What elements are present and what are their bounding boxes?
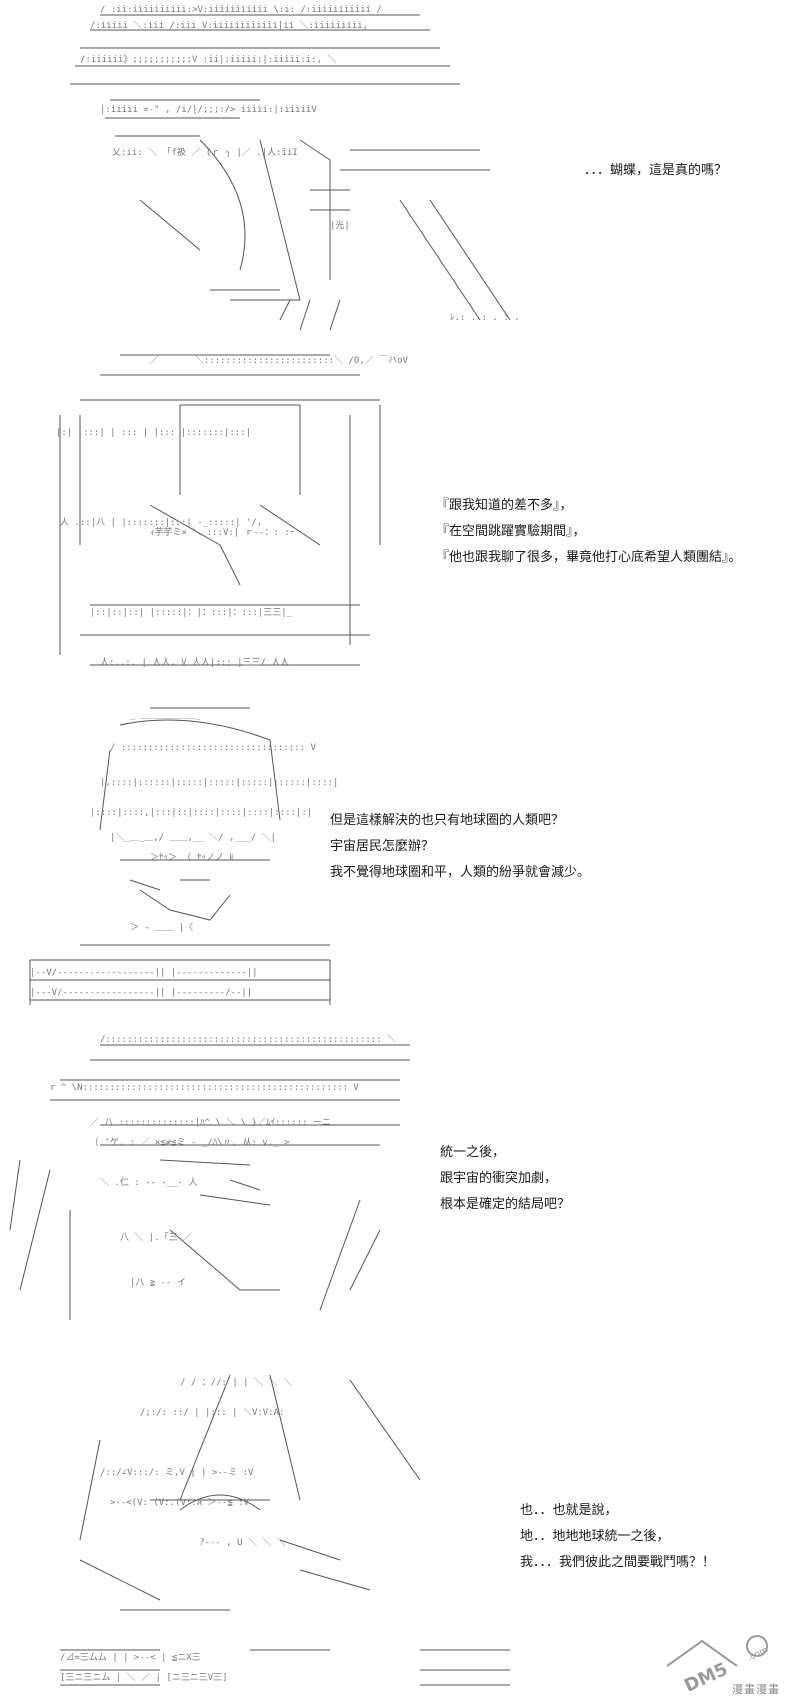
svg-text:|:iiiii =-" , /i/|/;;;:/>: |:iiiii =-" , /i/|/;;;:/> iiiii:|:iiiiiV bbox=[100, 105, 317, 115]
svg-text:＼ .仁 : ‐‐ ‐__- 人: ＼ .仁 : ‐‐ ‐__- 人 bbox=[100, 1176, 197, 1188]
dialogue-line: 『他也跟我聊了很多，畢竟他打心底希望人類團結』。 bbox=[436, 550, 742, 565]
svg-text:/ ::::::::::::::::::::::::::::: / :::::::::::::::::::::::::::::::::: V bbox=[110, 743, 316, 753]
dialogue-line: 地．．地地地球統一之後， bbox=[520, 1529, 670, 1544]
svg-text:八 ＼ |.「三 ／: 八 ＼ |.「三 ／ bbox=[120, 1232, 192, 1243]
svg-text:人 .::|八 | |:::::::|:::|: 人 .::|八 | |:::::::|:::| ‐_:::::| '/, bbox=[60, 517, 262, 528]
svg-text:/ :ii:iiiiiiiiii:>V:iiiiiiiiii: / :ii:iiiiiiiiii:>V:iiiiiiiiiii \:i: /:i… bbox=[100, 5, 382, 15]
panel-5: / / ：//: | | ＼ ＼ ＼ /;:/: ::/ | |::: | ＼V… bbox=[0, 1360, 800, 1699]
svg-text:＞ ‐ ＿＿ |〈: ＞ ‐ ＿＿ |〈 bbox=[130, 922, 193, 933]
svg-text:〔 ‘ゲ. : ／ ×≦≠≦ミ ‐ _/ﾊ\〃. 从: v: 〔 ‘ゲ. : ／ ×≦≠≦ミ ‐ _/ﾊ\〃. 从: v._ > bbox=[90, 1136, 290, 1148]
dialogue-line: 我．．．我們彼此之間要戰鬥嗎？！ bbox=[520, 1555, 716, 1570]
svg-text:[三ニ三ニム | ＼ ／ | [ニ三ニ三V三]: [三ニ三ニム | ＼ ／ | [ニ三ニ三V三] bbox=[60, 1672, 228, 1683]
dialogue-line: 宇宙居民怎麼辦？ bbox=[330, 839, 435, 854]
svg-text:|::::|::::,|:::|::|::::|::::|:: |::::|::::,|:::|::|::::|::::|::::|::::|:… bbox=[90, 808, 312, 818]
ascii-art-figure-5: / / ：//: | | ＼ ＼ ＼ /;:/: ::/ | |::: | ＼V… bbox=[0, 1360, 520, 1699]
dialogue-box-4: 統一之後， 跟宇宙的衝突加劇， 根本是確定的結局吧？ bbox=[440, 1140, 570, 1218]
dialogue-line: 但是這樣解決的也只有地球圈的人類吧？ bbox=[330, 813, 565, 828]
svg-text:>-‐<(V: (V:.(V:.A ＞--≦ :V: >-‐<(V: (V:.(V:.A ＞--≦ :V bbox=[110, 1498, 250, 1508]
dialogue-box-3: 但是這樣解決的也只有地球圈的人類吧？ 宇宙居民怎麼辦？ 我不覺得地球圈和平，人類… bbox=[330, 808, 590, 886]
svg-text:|---V/-----------------|| |--: |---V/-----------------|| |---------/--|… bbox=[30, 988, 252, 998]
watermark-logo: DM5 .com bbox=[662, 1621, 782, 1697]
ascii-art-figure-4: /:::::::::::::::::::::::::::::::::::::::… bbox=[0, 1030, 420, 1350]
svg-text:|--V/------------------|| |--: |--V/------------------|| |-------------… bbox=[30, 968, 258, 978]
ascii-art-figure-3: _ ＿＿＿＿＿＿_ / ::::::::::::::::::::::::::::… bbox=[0, 690, 360, 1025]
dialogue-line: 『跟我知道的差不多』， bbox=[436, 498, 573, 513]
svg-text:|::|::|::| |:::::|：|：:::|：::: |::|::|::| |:::::|：|：:::|：:::|三三|_ bbox=[90, 608, 293, 618]
watermark-url-text: .com bbox=[746, 1645, 770, 1663]
svg-text:／￣￣￣￣＼::::::::::::::::::::::::: ／￣￣￣￣＼::::::::::::::::::::::::＼ /O,／ ￣ハo… bbox=[150, 354, 409, 366]
svg-text:ｱ‐‐‐ , U ＼ ＼ ＼: ｱ‐‐‐ , U ＼ ＼ ＼ bbox=[200, 1537, 286, 1548]
svg-text:|:| |:::| | ::: | |:::: |:| |:::| | ::: | |::: |:::::::|:::| bbox=[56, 428, 251, 438]
watermark-logo-text: DM5 bbox=[681, 1659, 731, 1691]
panel-4: /:::::::::::::::::::::::::::::::::::::::… bbox=[0, 1030, 800, 1350]
svg-text:ｨ芋芋ミ× ＼ :::V:| ｒ‐-：: :ｰ: ｨ芋芋ミ× ＼ :::V:| ｒ‐-：: :ｰ bbox=[150, 527, 295, 538]
dialogue-line: 統一之後， bbox=[440, 1145, 506, 1160]
svg-text:|＼_＿_＿,/ ＿＿,__ ＼/ ,___/ ＼|: |＼_＿_＿,/ ＿＿,__ ＼/ ,___/ ＼| bbox=[110, 832, 276, 843]
panel-1: / :ii:iiiiiiiiii:>V:iiiiiiiiiii \:i: /:i… bbox=[0, 0, 800, 340]
svg-text:|八 ≧ -- イ: |八 ≧ -- イ bbox=[130, 1278, 186, 1288]
dialogue-line: 『在空間跳躍實驗期間』， bbox=[436, 524, 586, 539]
svg-text:人:..:. | 人人, V 人人|::: |三三/: 人:..:. | 人人, V 人人|::: |三三/ 人人 bbox=[100, 657, 289, 668]
svg-text:/⊿=三ムム | | >--< | ≦ニX三: /⊿=三ムム | | >--< | ≦ニX三 bbox=[60, 1652, 201, 1663]
dialogue-line: ．．．蝴蝶，這是真的嗎？ bbox=[584, 163, 728, 178]
dialogue-box-2: 『跟我知道的差不多』， 『在空間跳躍實驗期間』， 『他也跟我聊了很多，畢竟他打心… bbox=[436, 493, 742, 571]
dialogue-box-5: 也．．也就是說， 地．．地地地球統一之後， 我．．．我們彼此之間要戰鬥嗎？！ bbox=[520, 1498, 715, 1576]
svg-text:/ / ：//: | | ＼ ＼ ＼: / / ：//: | | ＼ ＼ ＼ bbox=[180, 1377, 292, 1388]
svg-text:/:iiiiii》;;;;;;;;;;;V :ii|:iii: /:iiiiii》;;;;;;;;;;;V :ii|:iiiii:|:iiiii… bbox=[80, 54, 336, 65]
svg-text:/::/∠V:::/: ミ,V | | >--ミ: /::/∠V:::/: ミ,V | | >--ミ :V bbox=[100, 1468, 254, 1478]
dialogue-line: 也．．也就是說， bbox=[520, 1503, 618, 1518]
ascii-art-figure-1: / :ii:iiiiiiiiii:>V:iiiiiiiiiii \:i: /:i… bbox=[0, 0, 520, 340]
svg-text:/:::::::::::::::::::::::::::::: /:::::::::::::::::::::::::::::::::::::::… bbox=[100, 1034, 396, 1045]
ascii-art-figure-2: ／￣￣￣￣＼::::::::::::::::::::::::＼ /O,／ ￣ハo… bbox=[0, 345, 420, 680]
svg-text:/;:/: ::/ | |::: | ＼V:V:A:: /;:/: ::/ | |::: | ＼V:V:A: bbox=[140, 1407, 284, 1418]
panel-3: _ ＿＿＿＿＿＿_ / ::::::::::::::::::::::::::::… bbox=[0, 690, 800, 1025]
svg-text:|光|: |光| bbox=[330, 219, 350, 231]
svg-text:ﾚ.: . : . : . :: ﾚ.: . : . : . : bbox=[450, 313, 520, 323]
svg-text:／ 八 ::::::::::::::|ﾊ^ \ ＼ \ }／: ／ 八 ::::::::::::::|ﾊ^ \ ＼ \ }／ﾑｲ:::::: ー… bbox=[90, 1117, 331, 1128]
svg-text:r ^ \N::::::::::::::::::::::::: r ^ \N::::::::::::::::::::::::::::::::::… bbox=[50, 1083, 359, 1093]
dialogue-box-1: ．．．蝴蝶，這是真的嗎？ bbox=[584, 158, 727, 184]
dialogue-line: 跟宇宙的衝突加劇， bbox=[440, 1171, 558, 1186]
dialogue-line: 根本是確定的結局吧？ bbox=[440, 1197, 571, 1212]
svg-text:|,::::|::::::|:::::|:::::|::::: |,::::|::::::|:::::|:::::|:::::|::::::|:… bbox=[100, 778, 338, 788]
svg-text:乂:ii: ＼ 「f衱 ／ (ｒ ┐ |／ .|人:i: 乂:ii: ＼ 「f衱 ／ (ｒ ┐ |／ .|人:iiI bbox=[112, 146, 298, 158]
watermark-site-name: 漫畫漫畫 bbox=[732, 1683, 780, 1696]
svg-text:＞ｾｯ＞ 〈 ｾｯノノ ⅱ: ＞ｾｯ＞ 〈 ｾｯノノ ⅱ bbox=[150, 852, 233, 863]
panel-2: ／￣￣￣￣＼::::::::::::::::::::::::＼ /O,／ ￣ハo… bbox=[0, 345, 800, 680]
svg-text:_ ＿＿＿＿＿＿_: _ ＿＿＿＿＿＿_ bbox=[130, 711, 201, 721]
dialogue-line: 我不覺得地球圈和平，人類的紛爭就會減少。 bbox=[330, 865, 591, 880]
svg-text:/:iiiii ＼:iii /:iii V:iiiiiiii: /:iiiii ＼:iii /:iii V:iiiiiiiiiiii|ii ＼:… bbox=[90, 20, 368, 31]
